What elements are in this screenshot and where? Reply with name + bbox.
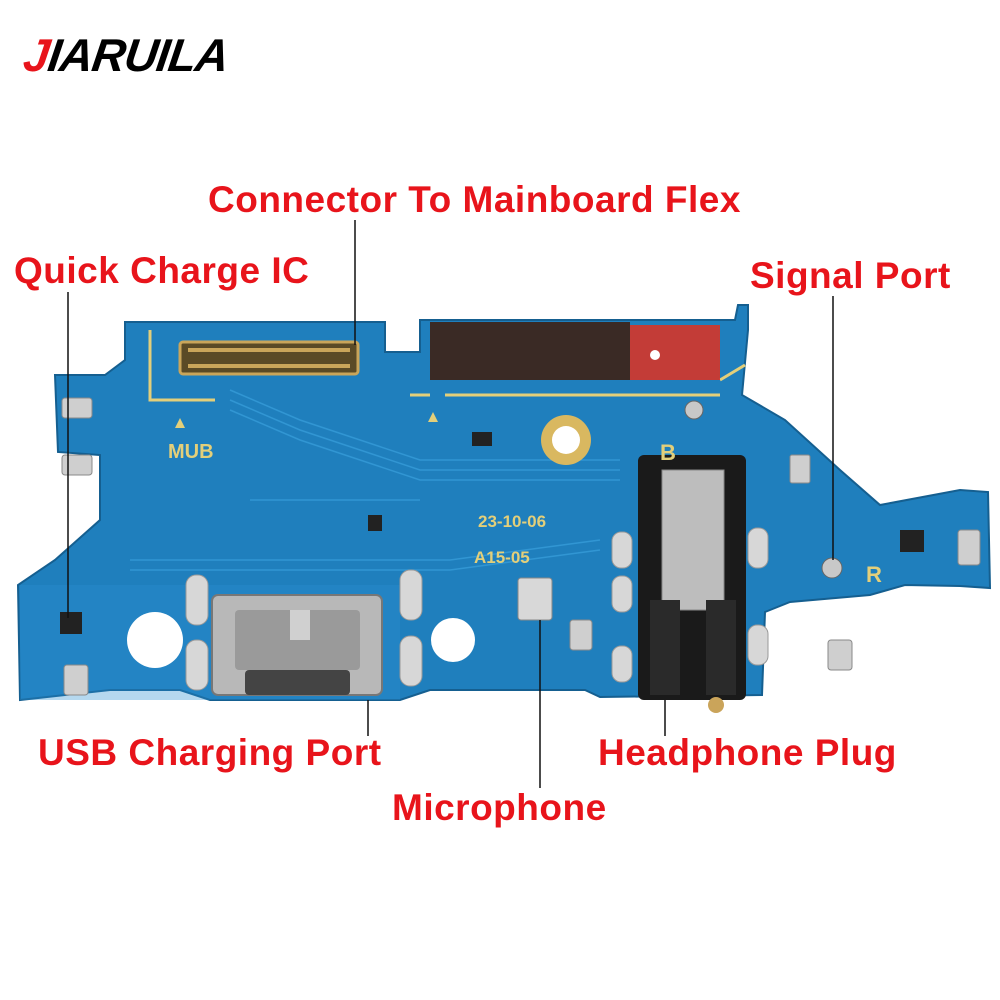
label-quick-charge-ic: Quick Charge IC [14,250,310,291]
label-signal-port: Signal Port [750,255,951,296]
board-connector [178,340,360,376]
label-connector: Connector To Mainboard Flex [208,179,741,220]
label-usb-charging-port: USB Charging Port [38,732,382,773]
microphone-component [517,577,553,621]
signal-port [684,400,843,579]
silk-date: 23-10-06 [478,512,546,531]
silk-r: R [866,562,882,587]
silk-b: B [660,440,676,465]
silk-model: A15-05 [474,548,530,567]
silk-mub: MUB [168,441,214,463]
red-tape [630,325,720,380]
label-microphone: Microphone [392,787,607,828]
callout-lines [67,220,834,788]
label-headphone-plug: Headphone Plug [598,732,897,773]
